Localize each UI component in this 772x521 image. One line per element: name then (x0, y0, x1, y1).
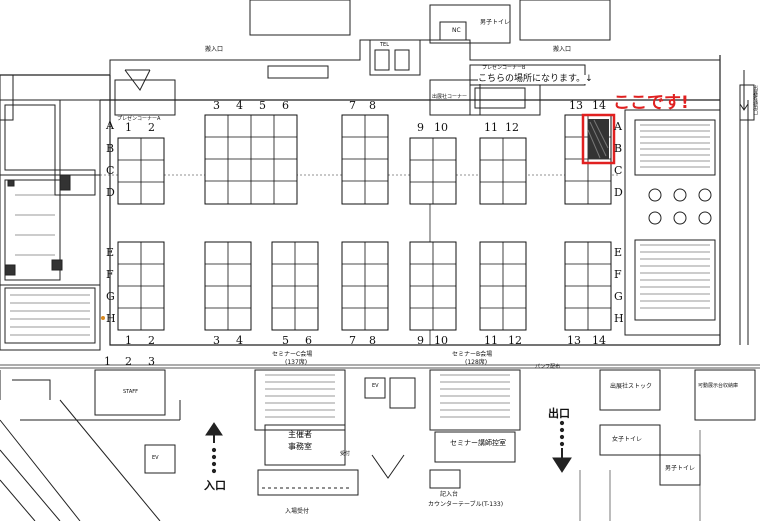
col-label: 6 (282, 99, 289, 112)
label-exit: 出口 (548, 407, 570, 420)
col-label: 11 (484, 121, 498, 134)
orange-dot (101, 316, 105, 320)
col-label: 8 (369, 334, 376, 347)
col-label: 10 (434, 121, 448, 134)
label-exhibitor-corner: 出展社コーナー (432, 94, 468, 100)
label-presen-a: プレゼンコーナーA (117, 116, 161, 122)
entrance-arrow (205, 422, 223, 474)
label-ev: EV (152, 455, 159, 461)
label-reception-desk: 受付 (340, 451, 351, 457)
col-label: 13 (567, 334, 581, 347)
label-speaker-room: セミナー講師控室 (450, 439, 506, 447)
col-label: 9 (417, 334, 424, 347)
label-entrance: 入口 (204, 479, 226, 492)
col-label: 4 (236, 334, 243, 347)
row-label: C (614, 164, 623, 177)
label-ev2: EV (372, 383, 379, 389)
col-label: 12 (508, 334, 522, 347)
round-tables (648, 188, 712, 225)
col-label: 2 (148, 121, 155, 134)
row-label: E (106, 246, 115, 259)
label-toilet-male-top: 男子トイレ (480, 19, 511, 26)
label-counter-1: 記入台 (440, 491, 459, 498)
label-staff: STAFF (123, 389, 139, 395)
row-label: B (106, 142, 115, 155)
label-panel: パンフ配布 (535, 364, 561, 370)
callout-here: ここです! (613, 93, 689, 113)
col-label: 5 (282, 334, 289, 347)
highlighted-booth (581, 113, 616, 165)
label-office: 事務室 (288, 442, 312, 451)
col-label: 1 (125, 121, 132, 134)
exit-arrow (552, 420, 572, 473)
row-label: E (614, 246, 623, 259)
col-label: 14 (592, 334, 606, 347)
col-label: 1 (125, 334, 132, 347)
label-seminar-c-cap: (137席) (285, 359, 308, 366)
col-label: 1 (104, 355, 111, 368)
side-arrow (739, 70, 749, 111)
label-nc: NC (452, 27, 461, 34)
row-label: G (614, 290, 623, 303)
row-label: F (614, 268, 622, 281)
col-label: 4 (236, 99, 243, 112)
row-label: G (106, 290, 115, 303)
row-label: H (106, 312, 116, 325)
label-right-vertical: 出展者通用口 (752, 85, 758, 115)
row-label: D (106, 186, 115, 199)
col-label: 12 (505, 121, 519, 134)
row-label: B (614, 142, 623, 155)
label-seminar-b: セミナーB会場 (452, 351, 493, 358)
label-seminar-b-cap: (128席) (465, 359, 488, 366)
col-label: 3 (213, 99, 220, 112)
col-label: 5 (259, 99, 266, 112)
booth-blocks (117, 114, 612, 331)
label-presen-b: プレゼンコーナーB (482, 65, 526, 71)
row-label: H (614, 312, 624, 325)
row-label: D (614, 186, 623, 199)
row-label: C (106, 164, 115, 177)
notice-text: こちらの場所になります。↓ (478, 74, 593, 84)
col-label: 8 (369, 99, 376, 112)
col-label: 2 (125, 355, 132, 368)
col-label: 6 (305, 334, 312, 347)
label-sub-entrance-right: 搬入口 (553, 46, 572, 53)
label-stock: 出展社ストック (610, 383, 653, 390)
label-tel: TEL (380, 42, 389, 48)
col-label: 3 (213, 334, 220, 347)
col-label: 10 (434, 334, 448, 347)
label-seminar-c: セミナーC会場 (272, 351, 313, 358)
row-label: A (614, 120, 622, 133)
col-label: 7 (349, 334, 356, 347)
col-label: 14 (592, 99, 606, 112)
col-label: 3 (148, 355, 155, 368)
col-label: 2 (148, 334, 155, 347)
label-counter-2: カウンターテーブル(T-133) (428, 501, 504, 508)
col-label: 7 (349, 99, 356, 112)
label-female-toilet: 女子トイレ (612, 436, 643, 443)
row-label: F (106, 268, 114, 281)
label-sub-entrance-left: 搬入口 (205, 46, 224, 53)
label-reception: 入場受付 (285, 508, 310, 515)
label-organizer: 主催者 (288, 430, 312, 439)
seat-rows (10, 124, 710, 418)
col-label: 11 (484, 334, 498, 347)
row-label: A (106, 119, 114, 132)
label-male-toilet: 男子トイレ (665, 465, 696, 472)
col-label: 13 (569, 99, 583, 112)
col-label: 9 (417, 121, 424, 134)
label-storage: 可動展示台収納庫 (698, 383, 739, 389)
